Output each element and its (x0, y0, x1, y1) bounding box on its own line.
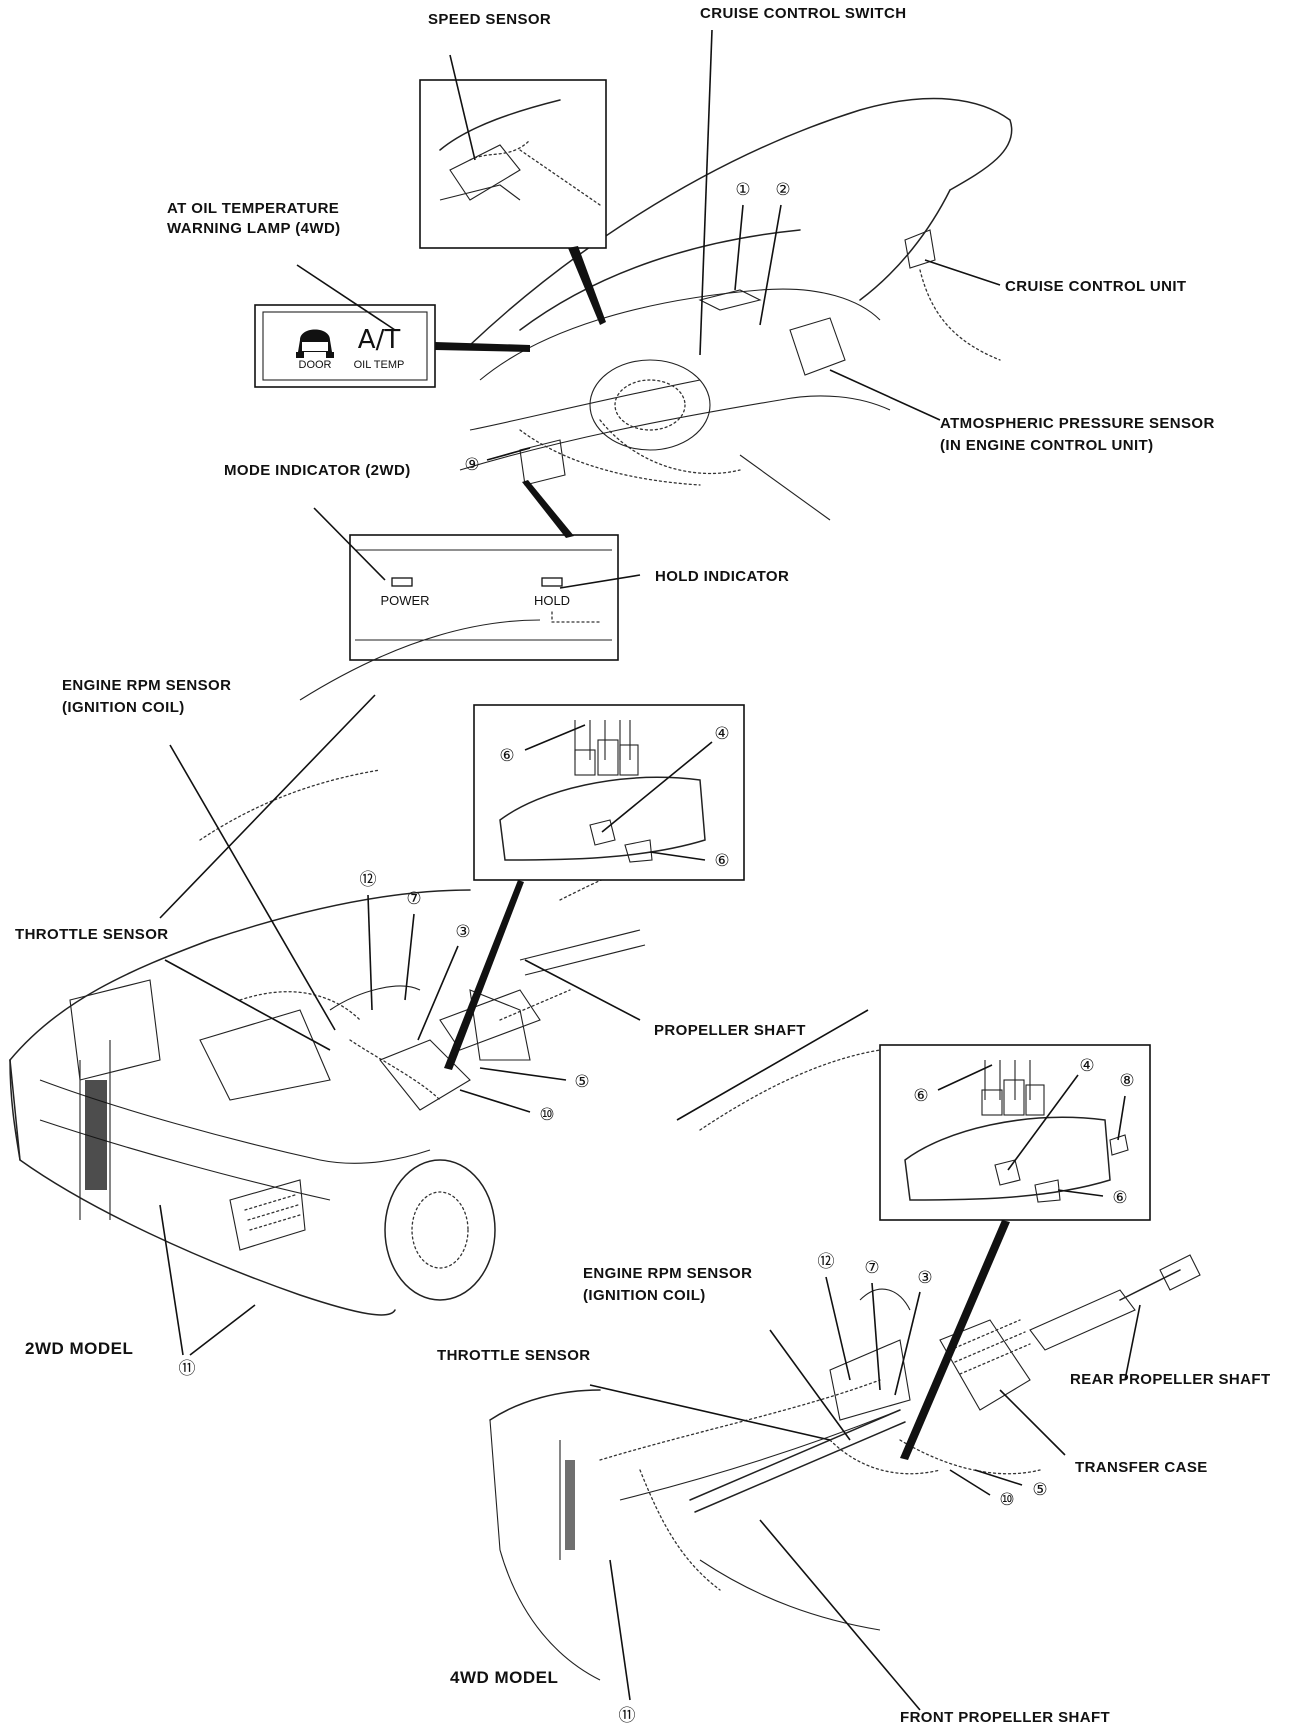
front-propeller-shaft-label: FRONT PROPELLER SHAFT (900, 1709, 1110, 1726)
hold-indicator-lamp (541, 577, 563, 587)
svg-text:⑤: ⑤ (574, 1072, 589, 1092)
throttle-sensor-2wd-label: THROTTLE SENSOR (15, 926, 169, 943)
callout-7-4wd: ⑦ (864, 1258, 881, 1391)
at-label: A/T (358, 325, 401, 355)
throttle-sensor-4wd-label: THROTTLE SENSOR (437, 1347, 591, 1364)
rear-propeller-shaft-label: REAR PROPELLER SHAFT (1070, 1371, 1271, 1388)
svg-text:⑨: ⑨ (464, 455, 479, 475)
callout-3-2wd: ③ (417, 922, 471, 1041)
callout-4-2wd: ④ (601, 724, 730, 833)
callout-10-4wd: ⑩ (949, 1469, 1015, 1510)
lamp-panel-leader (435, 342, 530, 352)
svg-text:④: ④ (1079, 1056, 1094, 1076)
svg-text:⑪: ⑪ (179, 1359, 196, 1379)
mode-indicator-panel: POWER HOLD (349, 534, 619, 661)
callout-6-2wd-b: ⑥ (649, 851, 730, 871)
callout-1: ① (734, 180, 751, 291)
svg-text:⑫: ⑫ (360, 870, 377, 890)
callout-12-2wd: ⑫ (360, 870, 377, 1011)
4wd-model-title: 4WD MODEL (450, 1668, 558, 1687)
dashboard-illustration (459, 97, 1013, 521)
cruise-control-unit-label: CRUISE CONTROL UNIT (1005, 278, 1187, 295)
callout-6-4wd-a: ⑥ (913, 1064, 993, 1106)
svg-text:③: ③ (455, 922, 470, 942)
svg-text:⑦: ⑦ (406, 889, 421, 909)
callout-11-2wd: ⑪ (159, 1204, 256, 1379)
power-indicator-lamp (391, 577, 413, 587)
valve-body-inset-4wd (879, 1044, 1151, 1221)
engine-rpm-sensor-4wd-label-line2: (IGNITION COIL) (583, 1287, 706, 1304)
atmospheric-pressure-sensor-label-line1: ATMOSPHERIC PRESSURE SENSOR (940, 415, 1215, 432)
svg-text:①: ① (735, 180, 750, 200)
oil-temp-label: OIL TEMP (354, 359, 405, 371)
atmospheric-pressure-sensor-label-line2: (IN ENGINE CONTROL UNIT) (940, 437, 1153, 454)
engine-rpm-sensor-2wd-label-line2: (IGNITION COIL) (62, 699, 185, 716)
valve-body-4wd-leader (900, 1220, 1010, 1460)
power-label: POWER (380, 593, 429, 608)
at-oil-temp-label-line2: WARNING LAMP (4WD) (167, 220, 341, 237)
callout-3-4wd: ③ (894, 1268, 933, 1396)
door-warning-icon (296, 329, 334, 358)
svg-text:⑧: ⑧ (1119, 1071, 1134, 1091)
at-oil-temp-label-line1: AT OIL TEMPERATURE (167, 200, 339, 217)
callout-6-4wd-b: ⑥ (1057, 1188, 1128, 1208)
callout-8-4wd: ⑧ (1117, 1071, 1135, 1141)
callout-5-2wd: ⑤ (479, 1067, 590, 1092)
svg-text:⑥: ⑥ (499, 746, 514, 766)
valve-body-inset-2wd (473, 704, 745, 881)
callout-9: ⑨ (464, 447, 531, 475)
cruise-control-switch-label: CRUISE CONTROL SWITCH (700, 5, 906, 22)
svg-text:⑫: ⑫ (818, 1252, 835, 1272)
callout-4-4wd: ④ (1007, 1056, 1095, 1171)
callout-11-4wd: ⑪ (609, 1559, 636, 1726)
2wd-model-title: 2WD MODEL (25, 1339, 133, 1358)
svg-text:⑩: ⑩ (999, 1490, 1014, 1510)
mode-indicator-label: MODE INDICATOR (2WD) (224, 462, 411, 479)
speed-sensor-inset (419, 79, 607, 249)
svg-text:⑥: ⑥ (714, 851, 729, 871)
svg-text:⑩: ⑩ (539, 1105, 554, 1125)
svg-text:⑪: ⑪ (619, 1706, 636, 1726)
svg-text:②: ② (775, 180, 790, 200)
at-oil-temp-lamp-panel: DOOR A/T OIL TEMP (254, 304, 436, 388)
2wd-vehicle-illustration (9, 619, 661, 1316)
callout-7-2wd: ⑦ (404, 889, 422, 1001)
hold-label: HOLD (534, 593, 570, 608)
speed-sensor-leader (568, 246, 606, 325)
speed-sensor-label: SPEED SENSOR (428, 11, 551, 28)
callout-2: ② (759, 180, 791, 326)
propeller-shaft-label: PROPELLER SHAFT (654, 1022, 806, 1039)
svg-text:④: ④ (714, 724, 729, 744)
hold-indicator-label: HOLD INDICATOR (655, 568, 789, 585)
door-label: DOOR (299, 359, 332, 371)
svg-text:③: ③ (917, 1268, 932, 1288)
callout-12-4wd: ⑫ (818, 1252, 851, 1381)
callout-6-2wd-a: ⑥ (499, 724, 586, 766)
transfer-case-label: TRANSFER CASE (1075, 1459, 1208, 1476)
svg-text:⑥: ⑥ (913, 1086, 928, 1106)
mode-panel-leader (522, 480, 574, 538)
callout-10-2wd: ⑩ (459, 1089, 555, 1125)
engine-rpm-sensor-4wd-label-line1: ENGINE RPM SENSOR (583, 1265, 752, 1282)
valve-body-2wd-leader (444, 880, 524, 1070)
callout-5-4wd: ⑤ (974, 1469, 1048, 1500)
svg-text:⑦: ⑦ (864, 1258, 879, 1278)
engine-rpm-sensor-2wd-label-line1: ENGINE RPM SENSOR (62, 677, 231, 694)
svg-text:⑤: ⑤ (1032, 1480, 1047, 1500)
svg-text:⑥: ⑥ (1112, 1188, 1127, 1208)
